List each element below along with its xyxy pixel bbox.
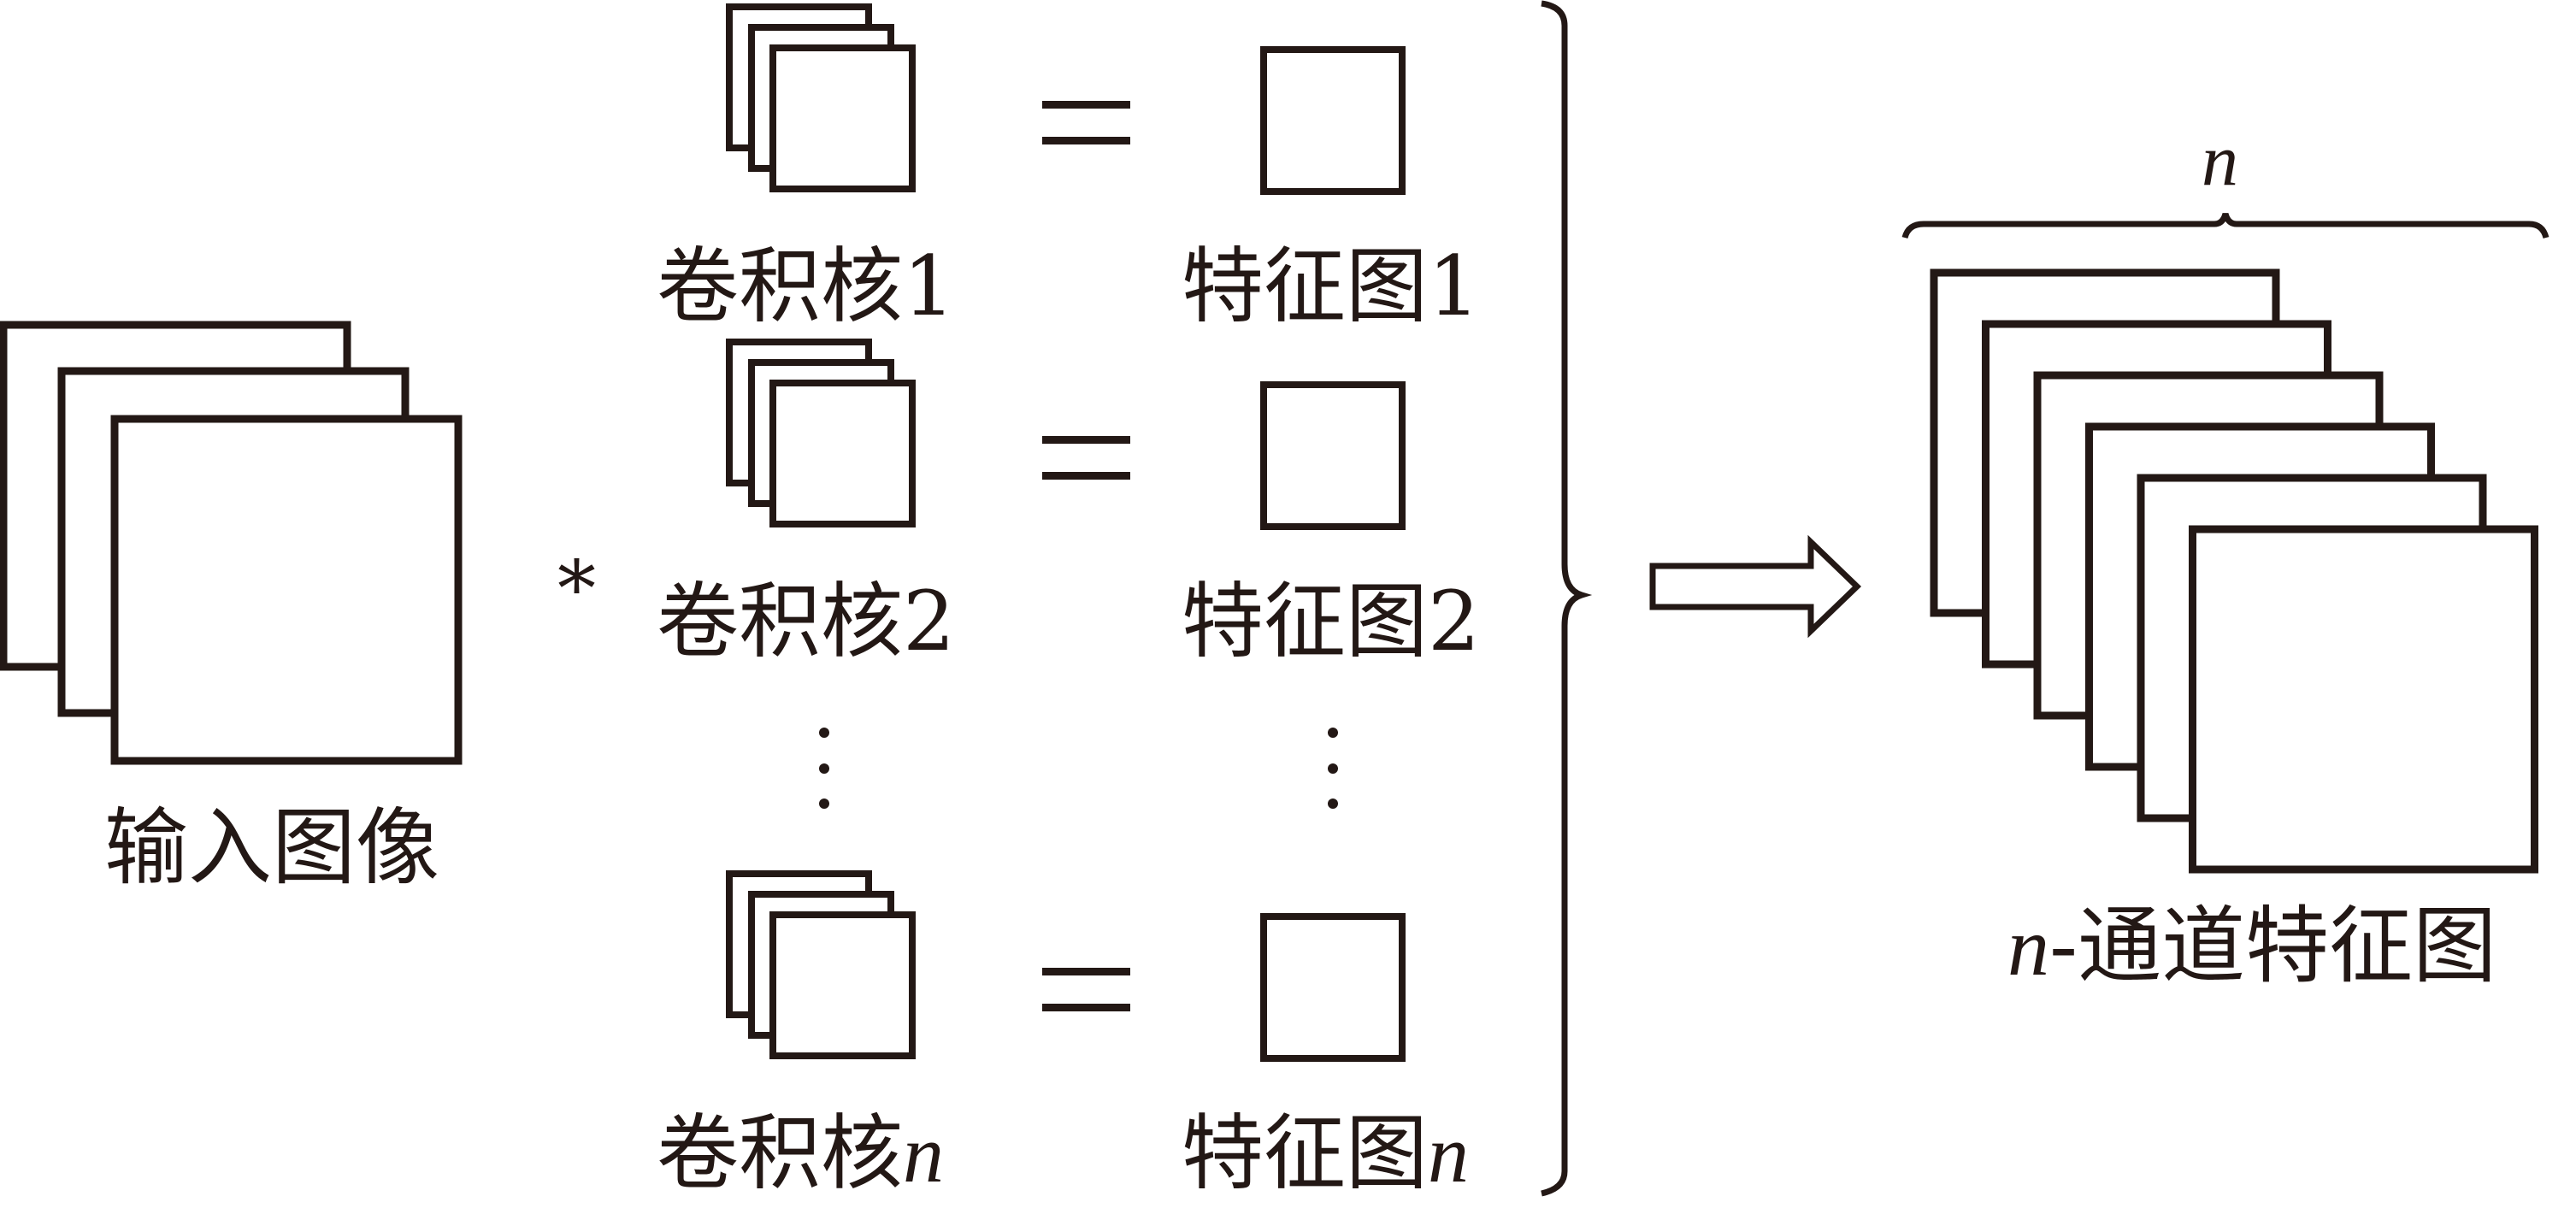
convolution-operator: * <box>557 545 596 634</box>
kernel-label-index: 2 <box>903 574 955 669</box>
ellipsis-dot <box>819 728 829 738</box>
ellipsis-dot <box>1328 799 1338 809</box>
feature-map <box>1260 913 1406 1062</box>
feature-map <box>1260 46 1406 195</box>
kernel-ellipsis <box>819 728 829 809</box>
equals-sign <box>1042 101 1130 144</box>
channel-count-brace <box>1901 212 2549 239</box>
kernel-label-index: n <box>903 1108 944 1199</box>
feature-map <box>1260 381 1406 530</box>
feature-map-label-prefix: 特征图 <box>1182 574 1428 669</box>
input-layer-1 <box>110 415 463 765</box>
output-channel-layer <box>2189 525 2538 874</box>
channel-count-label: n <box>2202 119 2238 201</box>
feature-map-ellipsis <box>1328 728 1338 809</box>
feature-map-label-index: 1 <box>1428 239 1480 334</box>
kernel-stack <box>726 870 916 1059</box>
ellipsis-dot <box>1328 728 1338 738</box>
kernel-label-prefix: 卷积核 <box>657 1105 903 1201</box>
feature-map-label-index: 2 <box>1428 574 1480 669</box>
feature-map-label-prefix: 特征图 <box>1182 1105 1428 1201</box>
output-label-var: n <box>2007 901 2049 993</box>
feature-map-label-index: n <box>1428 1108 1469 1199</box>
kernel-label-prefix: 卷积核 <box>657 239 903 334</box>
feature-map-label: 特征图2 <box>1182 574 1480 669</box>
equals-bar <box>1042 436 1130 444</box>
kernel-layer <box>769 44 916 192</box>
equals-sign <box>1042 436 1130 480</box>
kernel-label: 卷积核n <box>657 1105 944 1201</box>
kernel-layer <box>769 380 916 527</box>
equals-bar <box>1042 137 1130 144</box>
input-image-stack <box>0 321 463 765</box>
kernel-label-prefix: 卷积核 <box>657 574 903 669</box>
kernel-layer <box>769 911 916 1059</box>
feature-map-label: 特征图1 <box>1182 239 1480 334</box>
right-arrow-icon <box>1649 534 1862 639</box>
input-image-label: 输入图像 <box>104 799 439 897</box>
equals-bar <box>1042 472 1130 480</box>
equals-bar <box>1042 1004 1130 1011</box>
output-label-text: 通道特征图 <box>2078 898 2496 995</box>
output-feature-map-stack <box>1930 268 2538 874</box>
kernel-stack <box>726 339 916 527</box>
feature-map-label: 特征图n <box>1182 1105 1469 1201</box>
kernel-label-index: 1 <box>903 239 955 334</box>
equals-bar <box>1042 968 1130 975</box>
equals-sign <box>1042 968 1130 1011</box>
kernel-stack <box>726 3 916 192</box>
kernel-label: 卷积核1 <box>657 239 955 334</box>
output-label-dash: - <box>2049 898 2078 995</box>
ellipsis-dot <box>1328 763 1338 774</box>
ellipsis-dot <box>819 763 829 774</box>
feature-map-label-prefix: 特征图 <box>1182 239 1428 334</box>
grouping-brace <box>1541 0 1593 1197</box>
output-label: n-通道特征图 <box>2007 898 2496 995</box>
equals-bar <box>1042 101 1130 109</box>
kernel-label: 卷积核2 <box>657 574 955 669</box>
ellipsis-dot <box>819 799 829 809</box>
